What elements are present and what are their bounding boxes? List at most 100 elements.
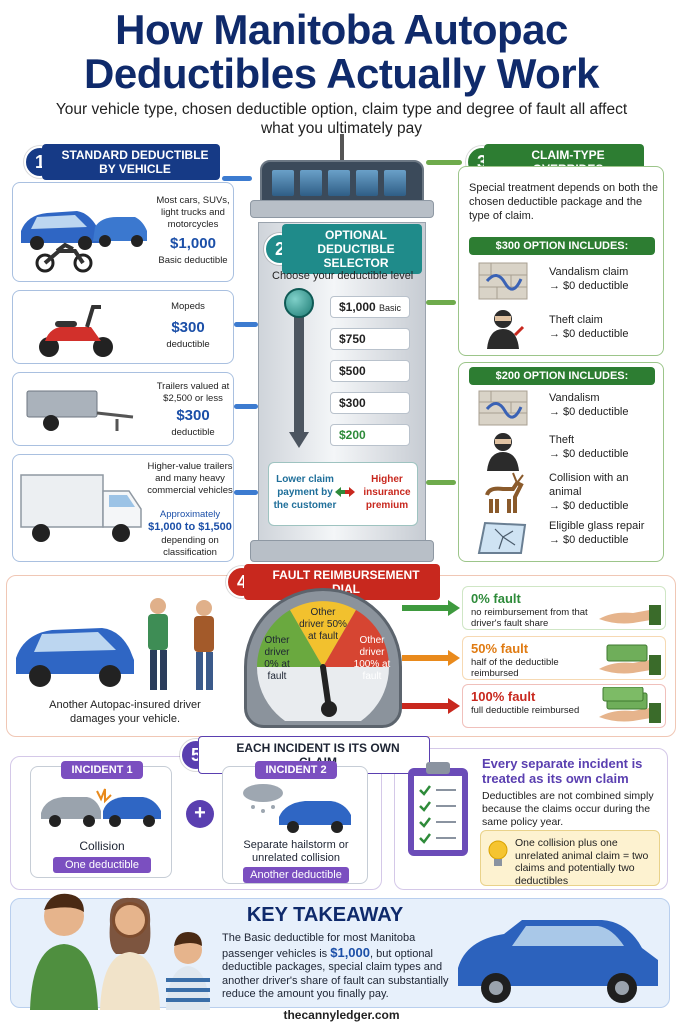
vehicle-card-commercial-desc: Higher-value trailers and many heavy com…	[147, 461, 233, 496]
vehicle-card-trailer-note: deductible	[171, 427, 215, 438]
tip-box: One collision plus one unrelated animal …	[480, 830, 660, 887]
deductible-option-300[interactable]: $300	[330, 392, 410, 414]
incident1-result: One deductible	[53, 857, 151, 873]
deductible-option-500[interactable]: $500	[330, 360, 410, 382]
option200-item2: Theft → $0 deductible	[549, 434, 629, 460]
collision-icon	[41, 788, 161, 827]
connector-pipe	[426, 160, 462, 165]
connector-pipe	[426, 480, 456, 485]
option300-item2: Theft claim → $0 deductible	[549, 314, 629, 340]
trailer-icon	[26, 390, 134, 431]
thief-icon	[487, 433, 519, 471]
deductible-option-200[interactable]: $200	[330, 424, 410, 446]
dial-label-left: Other driver 0% at fault	[264, 635, 290, 682]
vehicle-card-moped-amount: $300	[171, 319, 205, 336]
deductible-slider-knob[interactable]	[284, 288, 314, 318]
vehicle-card-car: Most cars, SUVs, light trucks and motorc…	[12, 182, 234, 282]
clipboard-checklist-icon	[408, 762, 468, 856]
tradeoff-left: Lower claim payment by the customer	[273, 474, 337, 511]
fault-outcome-head: 50% fault	[471, 641, 529, 656]
footer-site: thecannyledger.com	[283, 1008, 400, 1022]
tip-text: One collision plus one unrelated animal …	[515, 837, 649, 887]
incident-explainer-panel	[394, 748, 668, 890]
takeaway-amount: $1,000	[330, 944, 370, 960]
vandalism-icon	[478, 262, 528, 300]
truck-icon	[20, 474, 142, 542]
option200-item4: Eligible glass repair → $0 deductible	[549, 520, 645, 546]
drivers-and-car-illustration	[16, 598, 214, 690]
moped-icon	[39, 305, 113, 357]
fault-outcome-text: full deductible reimbursed	[471, 705, 580, 716]
cash-hand-icon	[599, 644, 661, 675]
cracked-glass-icon	[477, 521, 527, 554]
selector-prompt: Choose your deductible level	[272, 270, 414, 282]
tower-base	[250, 540, 434, 562]
incident2-tag: INCIDENT 2	[255, 761, 337, 779]
dial-face	[257, 601, 389, 721]
open-hand-icon	[599, 605, 661, 625]
section2-header: 2 OPTIONAL DEDUCTIBLE SELECTOR	[264, 224, 422, 274]
arrow-down-icon	[289, 432, 309, 448]
incident-headline: Every separate incident is treated as it…	[482, 756, 643, 786]
section1-header: 1 STANDARD DEDUCTIBLE BY VEHICLE	[24, 144, 220, 180]
option200-card: $200 OPTION INCLUDES: Vandalism → $0 ded…	[458, 362, 664, 562]
vehicle-card-commercial-prefix: Approximately	[159, 509, 221, 520]
plus-icon: +	[186, 800, 214, 828]
thief-icon	[487, 310, 525, 349]
fault-outcome-head: 0% fault	[471, 591, 521, 606]
hailstorm-icon	[243, 784, 351, 833]
deductible-slider-track[interactable]	[294, 300, 304, 440]
vehicle-card-moped-desc: Mopeds	[171, 301, 205, 312]
deductible-option-1000[interactable]: $1,000 Basic	[330, 296, 410, 318]
lightbulb-icon	[488, 840, 508, 866]
section2-title: OPTIONAL DEDUCTIBLE SELECTOR	[282, 224, 422, 274]
vehicle-card-trailer-desc: Trailers valued at $2,500 or less	[156, 381, 230, 404]
outcome-arrows	[402, 600, 460, 714]
option300-item1: Vandalism claim → $0 deductible	[549, 266, 629, 292]
takeaway-title: KEY TAKEAWAY	[246, 904, 404, 926]
page-title-line1: How Manitoba Autopac	[115, 6, 568, 53]
double-arrow-icon	[335, 487, 355, 497]
dial-label-middle: Other driver 50% at fault	[299, 607, 347, 642]
fault-outcome-text: half of the deductible reimbursed	[471, 657, 559, 679]
option300-card: Special treatment depends on both the ch…	[458, 166, 664, 356]
vehicle-card-moped: Mopeds $300 deductible	[12, 290, 234, 364]
option200-title: $200 OPTION INCLUDES:	[469, 367, 655, 385]
vehicle-card-trailer-amount: $300	[176, 407, 210, 424]
vehicle-card-commercial-note: depending on classification	[161, 535, 219, 558]
tower-cap	[250, 200, 434, 218]
fault-dial: Other driver 0% at fault Other driver 50…	[244, 588, 402, 728]
cash-hand-icon	[599, 687, 661, 723]
section1-title: STANDARD DEDUCTIBLE BY VEHICLE	[42, 144, 220, 180]
connector-pipe	[426, 300, 456, 305]
dial-label-right: Other driver 100% at fault	[353, 635, 391, 682]
tradeoff-right: Higher insurance premium	[363, 474, 411, 511]
fault-outcome-text: no reimbursement from that driver's faul…	[471, 607, 588, 629]
section3-intro: Special treatment depends on both the ch…	[469, 182, 658, 222]
deductible-option-750[interactable]: $750	[330, 328, 410, 350]
fault-outcome-head: 100% fault	[471, 689, 536, 704]
page-subtitle: Your vehicle type, chosen deductible opt…	[55, 101, 628, 137]
vehicle-card-car-amount: $1,000	[170, 235, 216, 252]
vehicle-card-commercial: Higher-value trailers and many heavy com…	[12, 454, 234, 562]
vehicle-card-commercial-amount: $1,000 to $1,500	[148, 521, 232, 533]
option200-item3: Collision with an animal → $0 deductible	[549, 472, 629, 512]
vehicle-card-moped-note: deductible	[166, 339, 210, 350]
deer-icon	[485, 472, 524, 513]
vandalism-icon	[478, 390, 528, 426]
page-title-line2: Deductibles Actually Work	[84, 50, 599, 97]
family-illustration	[30, 893, 210, 1010]
connector-pipe	[234, 490, 258, 495]
connector-pipe	[234, 404, 258, 409]
option200-item1: Vandalism → $0 deductible	[549, 392, 629, 418]
option300-title: $300 OPTION INCLUDES:	[469, 237, 655, 255]
incident-body: Deductibles are not combined simply beca…	[482, 790, 654, 828]
connector-pipe	[222, 176, 252, 181]
tower-cabin	[260, 160, 424, 204]
incident1-card: INCIDENT 1 Collision One deductible	[30, 761, 172, 878]
vehicle-card-car-note: Basic deductible	[158, 255, 228, 266]
connector-pipe	[234, 322, 258, 327]
